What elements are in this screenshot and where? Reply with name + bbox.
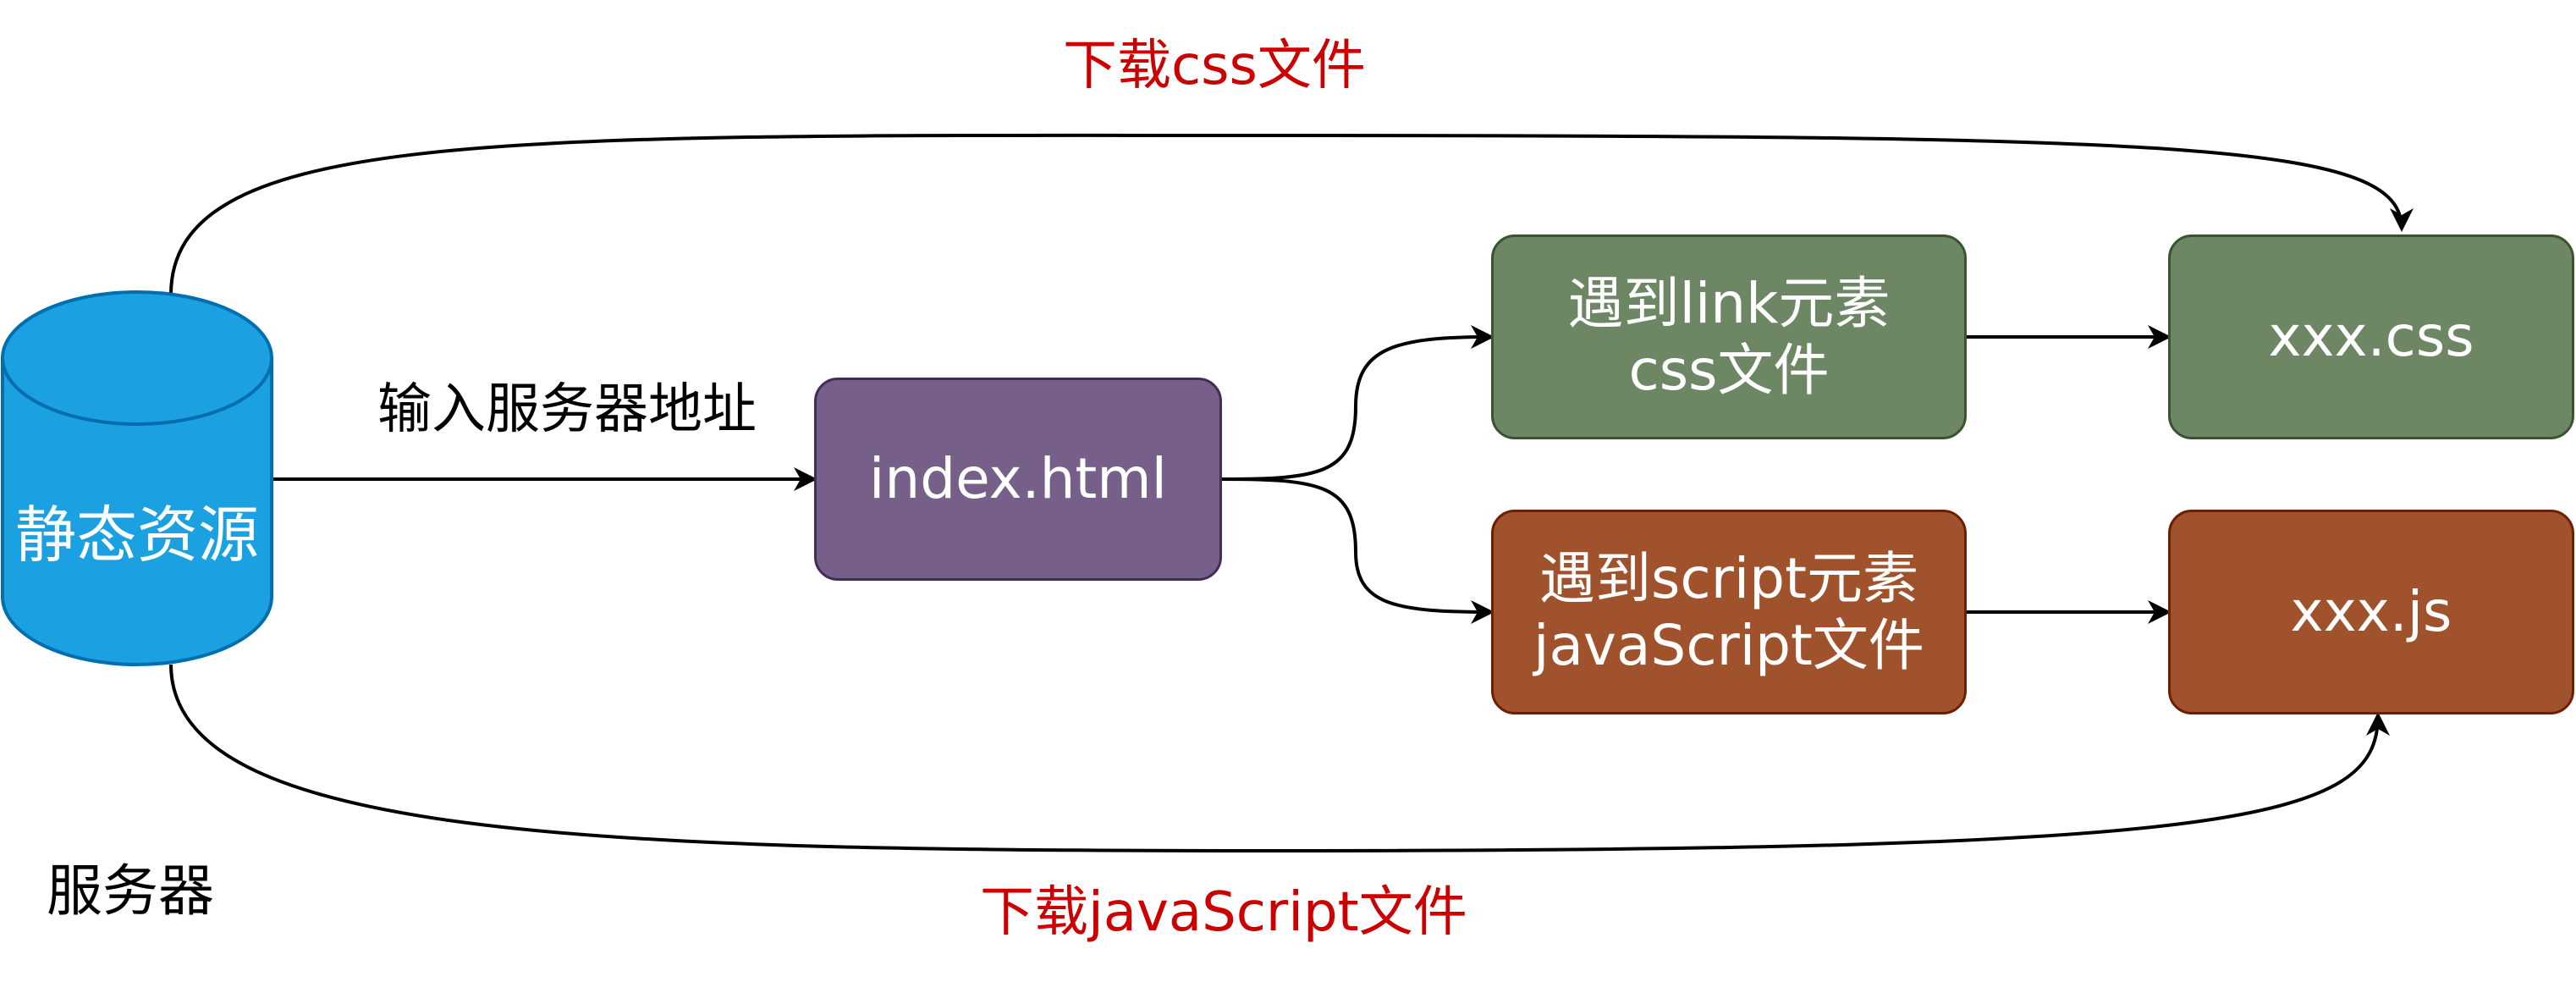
link-element-line2: css文件 xyxy=(1628,338,1830,403)
index-html-label: index.html xyxy=(869,446,1167,512)
database-cylinder xyxy=(0,290,273,666)
link-element-line1: 遇到link元素 xyxy=(1567,270,1891,336)
server-label: 服务器 xyxy=(47,858,214,924)
script-element-line1: 遇到script元素 xyxy=(1539,545,1918,611)
index-to-link-arrow xyxy=(1221,325,1494,481)
js-file-label: xxx.js xyxy=(2290,579,2452,645)
index-to-script-arrow xyxy=(1221,477,1494,624)
css-file-node: xxx.css xyxy=(2168,234,2574,439)
download-js-label: 下载javaScript文件 xyxy=(980,881,1467,944)
script-element-node: 遇到script元素 javaScript文件 xyxy=(1491,510,1967,714)
js-file-node: xxx.js xyxy=(2168,510,2574,714)
download-css-arrow xyxy=(169,133,2414,295)
input-address-label: 输入服务器地址 xyxy=(377,378,757,441)
database-label: 静态资源 xyxy=(14,499,259,571)
script-element-line2: javaScript文件 xyxy=(1533,613,1924,678)
index-html-node: index.html xyxy=(814,378,1222,581)
download-css-label: 下载css文件 xyxy=(1063,35,1366,97)
link-element-node: 遇到link元素 css文件 xyxy=(1491,234,1967,439)
download-js-arrow xyxy=(169,664,2390,853)
css-file-label: xxx.css xyxy=(2268,304,2474,370)
